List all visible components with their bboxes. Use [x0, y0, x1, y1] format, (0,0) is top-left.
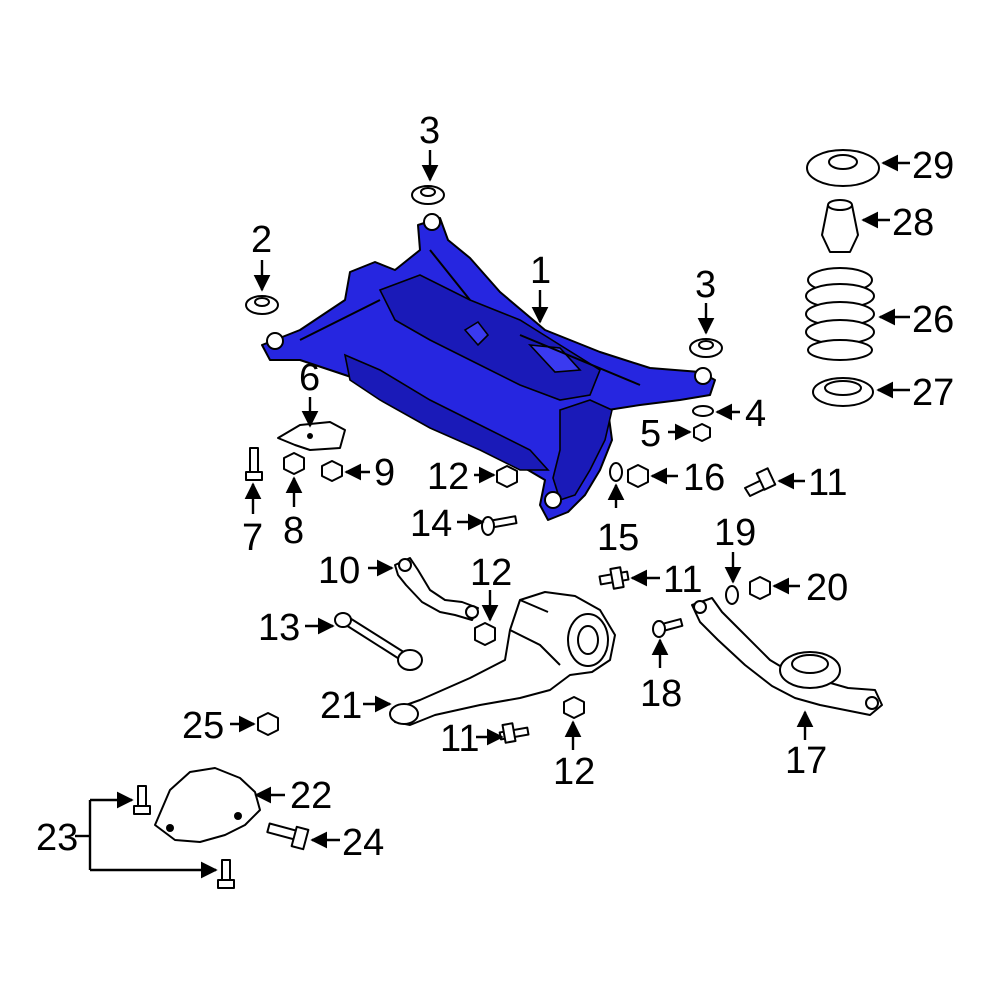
lower-arm-part-17[interactable]	[691, 597, 883, 716]
label-20: 20	[806, 567, 848, 609]
nut-part-20[interactable]	[749, 576, 771, 600]
label-9: 9	[374, 452, 395, 494]
label-11-top: 11	[808, 462, 847, 504]
leader-arrows	[75, 150, 910, 879]
knuckle-part-21[interactable]	[389, 591, 616, 726]
bump-stop-part-28[interactable]	[821, 199, 859, 253]
label-24: 24	[342, 822, 384, 864]
bolt-part-11-top[interactable]	[744, 467, 777, 497]
label-7: 7	[242, 517, 263, 559]
bolt-part-7[interactable]	[245, 447, 263, 481]
label-17: 17	[785, 740, 827, 782]
nut-part-12-low[interactable]	[563, 696, 585, 719]
label-28: 28	[892, 202, 934, 244]
washer-part-19[interactable]	[725, 585, 739, 605]
label-15: 15	[597, 517, 639, 559]
label-3-top: 3	[419, 110, 440, 152]
label-26: 26	[912, 299, 954, 341]
label-3-right: 3	[695, 264, 716, 306]
label-1: 1	[530, 250, 551, 292]
label-25: 25	[182, 705, 224, 747]
bushing-part-2[interactable]	[245, 295, 279, 315]
crossmember-part-1[interactable]	[261, 213, 716, 521]
bolt-part-11-low[interactable]	[498, 722, 530, 744]
bolt-part-24[interactable]	[266, 822, 310, 851]
label-27: 27	[912, 372, 954, 414]
label-12-low: 12	[553, 751, 595, 793]
nut-part-9[interactable]	[321, 460, 343, 482]
mount-bracket-part-22[interactable]	[154, 767, 261, 843]
bolt-part-23-bottom[interactable]	[217, 859, 235, 889]
label-12-mid: 12	[470, 552, 512, 594]
bracket-part-6[interactable]	[277, 421, 346, 451]
label-19: 19	[714, 512, 756, 554]
link-part-13[interactable]	[334, 612, 423, 671]
label-21: 21	[320, 685, 362, 727]
bolt-part-14[interactable]	[481, 515, 518, 536]
bolt-part-23-top[interactable]	[133, 785, 151, 815]
nut-part-12-top[interactable]	[496, 465, 518, 488]
nut-part-25[interactable]	[257, 712, 279, 736]
label-6: 6	[299, 357, 320, 399]
label-5: 5	[640, 413, 661, 455]
spring-seat-part-29[interactable]	[806, 149, 880, 187]
label-10: 10	[318, 550, 360, 592]
label-14: 14	[410, 503, 452, 545]
label-8: 8	[283, 510, 304, 552]
label-11-low: 11	[440, 718, 479, 760]
label-23: 23	[36, 817, 78, 859]
bushing-part-3-top[interactable]	[411, 185, 445, 205]
control-arm-part-10[interactable]	[394, 557, 479, 621]
part-labels: 1 2 3 3 4 5 6 7 8 9 10 11 11 11 12 12 12…	[36, 110, 954, 864]
label-22: 22	[290, 775, 332, 817]
nut-part-16[interactable]	[627, 464, 649, 488]
label-13: 13	[258, 607, 300, 649]
label-11-mid: 11	[663, 559, 702, 601]
label-29: 29	[912, 145, 954, 187]
nut-part-8[interactable]	[283, 452, 305, 475]
label-16: 16	[683, 457, 725, 499]
washer-part-15[interactable]	[609, 462, 623, 482]
bolt-part-18[interactable]	[652, 618, 684, 638]
washer-part-4[interactable]	[692, 405, 714, 417]
nut-part-12-mid[interactable]	[474, 622, 496, 646]
spring-insulator-part-27[interactable]	[812, 377, 874, 407]
coil-spring-part-26[interactable]	[805, 267, 875, 361]
label-18: 18	[640, 673, 682, 715]
label-2: 2	[251, 219, 272, 261]
bushing-part-3-right[interactable]	[689, 338, 723, 358]
nut-part-5[interactable]	[693, 423, 711, 442]
bolt-part-11-mid[interactable]	[598, 566, 630, 590]
label-12-top: 12	[427, 456, 469, 498]
label-4: 4	[745, 393, 766, 435]
